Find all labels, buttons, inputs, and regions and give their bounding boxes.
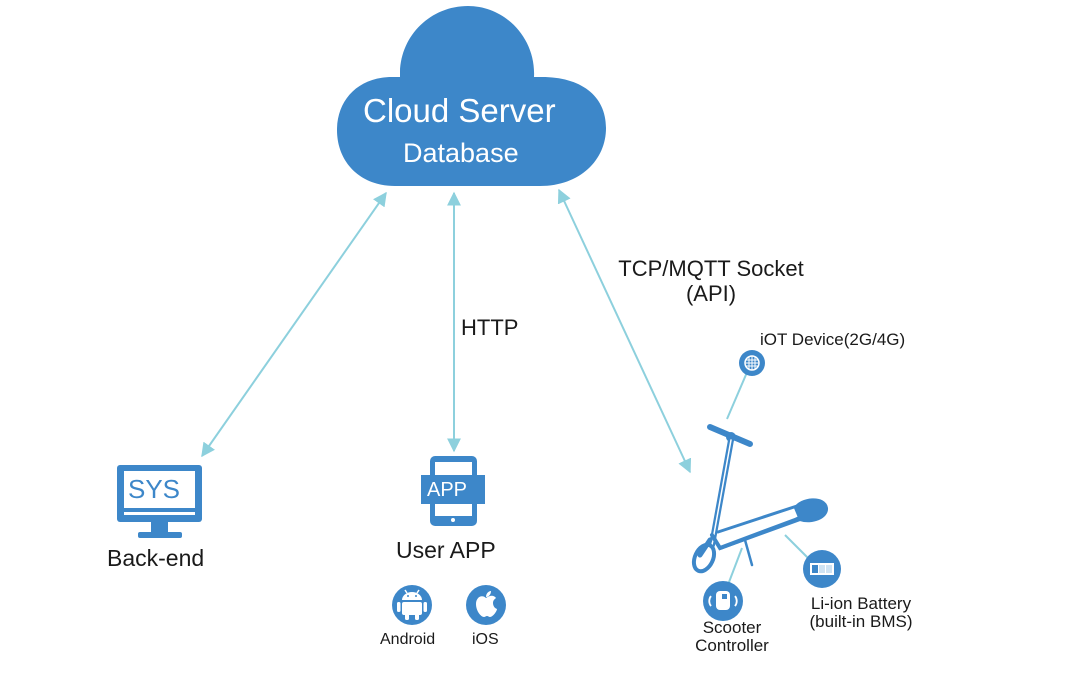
controller-label: Scooter Controller bbox=[682, 619, 782, 655]
controller-label-line2: Controller bbox=[695, 636, 769, 655]
connector-tcp-mqtt bbox=[557, 188, 692, 474]
globe-icon bbox=[739, 350, 765, 376]
scooter-icon bbox=[691, 424, 828, 574]
apple-icon bbox=[466, 585, 506, 625]
tablet-icon bbox=[421, 456, 485, 526]
battery-label-line2: (built-in BMS) bbox=[809, 612, 913, 631]
http-label: HTTP bbox=[461, 315, 519, 340]
cloud-server-node[interactable] bbox=[337, 6, 606, 186]
tcp-mqtt-label: TCP/MQTT Socket (API) bbox=[602, 258, 820, 305]
tcp-mqtt-label-line2: (API) bbox=[685, 281, 737, 306]
android-label: Android bbox=[380, 631, 436, 648]
controller-icon bbox=[703, 581, 743, 621]
tcp-mqtt-label-line1: TCP/MQTT Socket bbox=[618, 256, 804, 281]
connector-backend bbox=[201, 191, 387, 458]
monitor-icon bbox=[117, 465, 202, 538]
battery-label-line1: Li-ion Battery bbox=[810, 594, 912, 613]
cloud-icon bbox=[337, 6, 606, 186]
tablet-screen-text: APP bbox=[427, 479, 468, 501]
controller-label-line1: Scooter bbox=[702, 618, 762, 637]
battery-icon bbox=[803, 550, 841, 588]
backend-label: Back-end bbox=[107, 545, 205, 571]
monitor-screen-text: SYS bbox=[128, 474, 181, 504]
cloud-server-subtitle: Database bbox=[403, 138, 519, 168]
android-icon bbox=[392, 585, 432, 625]
iot-connector bbox=[726, 369, 749, 420]
battery-connector bbox=[784, 534, 811, 561]
battery-label: Li-ion Battery (built-in BMS) bbox=[800, 595, 922, 631]
ios-label: iOS bbox=[472, 631, 499, 648]
iot-device-label: iOT Device(2G/4G) bbox=[760, 330, 906, 349]
cloud-server-title: Cloud Server bbox=[363, 92, 556, 129]
user-app-label: User APP bbox=[396, 537, 496, 563]
